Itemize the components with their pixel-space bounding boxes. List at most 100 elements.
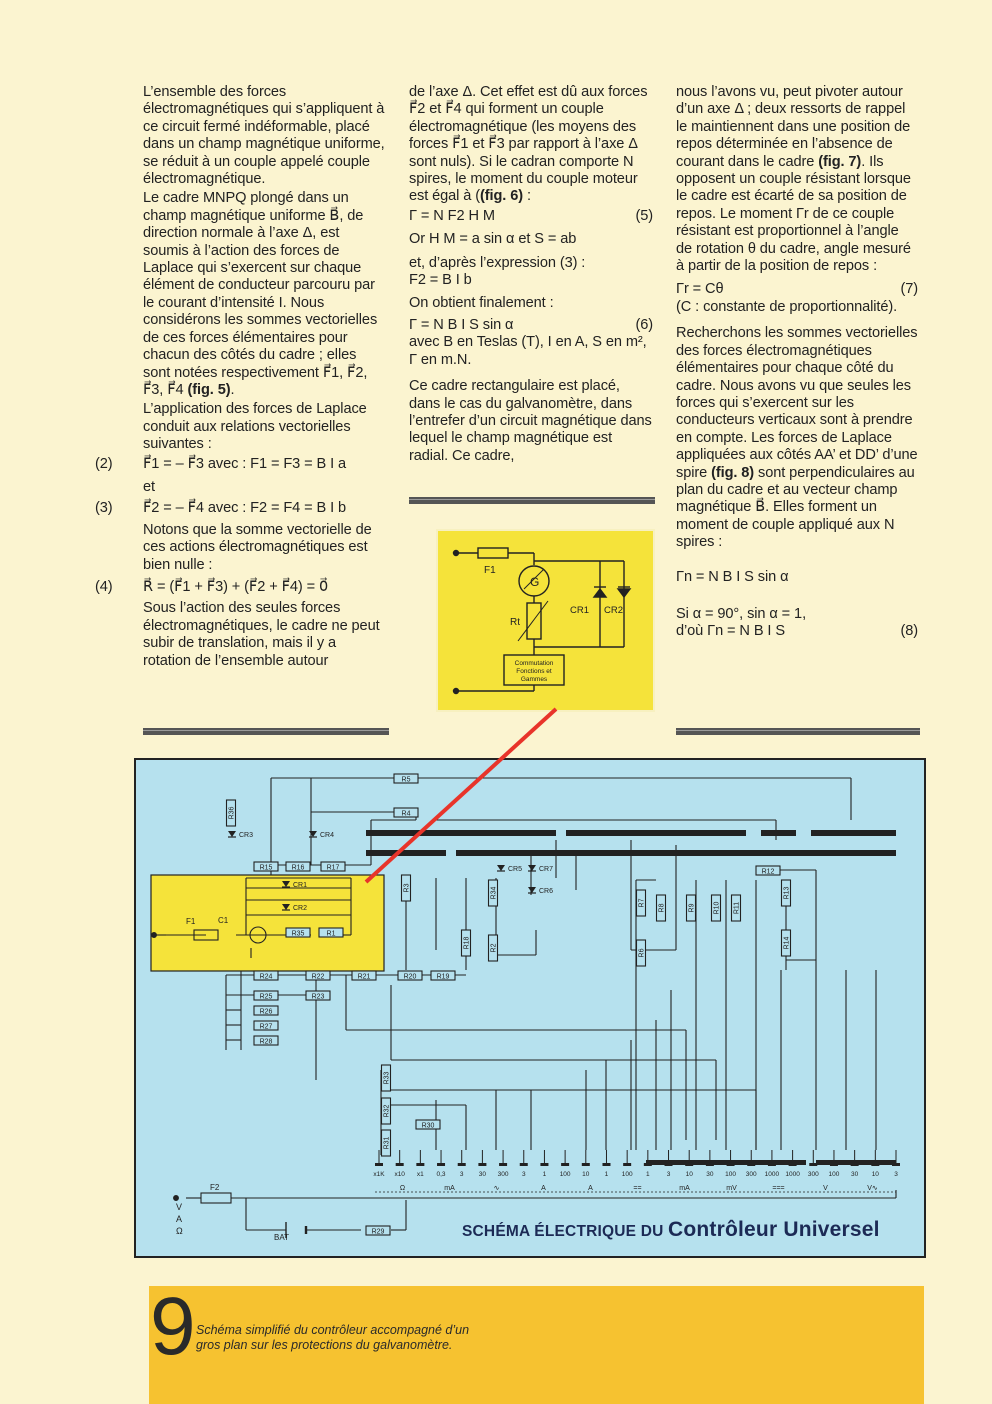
range-contact[interactable]: x10 (394, 1150, 405, 1178)
resistor-r23: R23 (305, 990, 331, 1001)
range-contact[interactable]: 300 (498, 1150, 509, 1178)
svg-text:30: 30 (851, 1171, 859, 1178)
range-contact[interactable]: x1 (416, 1150, 425, 1178)
resistor-r3: R3 (400, 874, 412, 902)
range-contact[interactable]: 10 (581, 1150, 590, 1178)
range-contact[interactable]: 10 (871, 1150, 880, 1178)
svg-text:R27: R27 (260, 1024, 273, 1031)
resistor-r12: R12 (755, 865, 781, 876)
diode-cr4: CR4 (309, 831, 334, 839)
inset-label-f1: F1 (484, 565, 496, 576)
label-f2: F2 (210, 1183, 220, 1192)
equation-number: (3) (95, 500, 113, 517)
equation-connector: et (143, 478, 155, 495)
range-group-label: mA (679, 1185, 690, 1192)
range-contact[interactable]: 3 (892, 1150, 900, 1178)
range-contact[interactable]: 3 (664, 1150, 673, 1178)
svg-text:30: 30 (479, 1171, 487, 1178)
svg-text:R34: R34 (491, 886, 498, 899)
svg-text:R2: R2 (491, 943, 498, 952)
range-contact[interactable]: x1K (373, 1150, 385, 1178)
equation-line: Or H M = a sin α et S = ab (409, 231, 577, 248)
range-contact[interactable]: 30 (850, 1150, 859, 1178)
range-group-label: === (772, 1185, 784, 1192)
figure-reference[interactable]: (fig. 8) (711, 464, 755, 481)
range-contact[interactable]: 300 (746, 1150, 757, 1178)
text-column-2: de l’axe Δ. Cet effet est dû aux forces … (409, 84, 653, 474)
svg-text:R23: R23 (312, 994, 325, 1001)
range-contact[interactable]: 3 (457, 1150, 466, 1178)
svg-text:1: 1 (543, 1171, 547, 1178)
range-contact[interactable]: 100 (622, 1150, 633, 1178)
svg-text:x10: x10 (394, 1171, 405, 1178)
svg-text:10: 10 (582, 1171, 590, 1178)
resistor-r21: R21 (351, 970, 377, 981)
range-contact[interactable]: 100 (829, 1150, 840, 1178)
svg-text:CR1: CR1 (293, 882, 307, 889)
svg-text:R3: R3 (404, 883, 411, 892)
svg-text:1: 1 (646, 1171, 650, 1178)
svg-text:R31: R31 (384, 1136, 391, 1149)
range-contact[interactable]: 10 (685, 1150, 694, 1178)
range-contact[interactable]: 100 (560, 1150, 571, 1178)
svg-text:R16: R16 (292, 865, 305, 872)
svg-text:R9: R9 (689, 903, 696, 912)
resistor-r24: R24 (253, 970, 279, 981)
svg-text:R12: R12 (762, 869, 775, 876)
range-contact[interactable]: 1 (643, 1150, 652, 1178)
svg-text:R28: R28 (260, 1039, 273, 1046)
column-rule (676, 728, 920, 735)
figure-reference[interactable]: (fig. 7) (818, 153, 862, 170)
paragraph: Recherchons les sommes vectorielles des … (676, 325, 918, 551)
svg-text:30: 30 (706, 1171, 714, 1178)
inset-label-cr1: CR1 (570, 605, 589, 616)
figure-reference[interactable]: (fig. 5) (187, 381, 231, 398)
range-group-label: A (541, 1185, 546, 1192)
range-contact[interactable]: 1000 (765, 1150, 780, 1178)
resistor-r14: R14 (780, 929, 792, 957)
svg-text:0,3: 0,3 (437, 1171, 446, 1178)
svg-text:300: 300 (746, 1171, 757, 1178)
range-contact[interactable]: 1 (602, 1150, 611, 1178)
diode-cr5: CR5 (497, 865, 522, 873)
resistor-r30: R30 (415, 1119, 441, 1130)
paragraph: Notons que la somme vectorielle de ces a… (143, 521, 372, 573)
resistor-r20: R20 (397, 970, 423, 981)
inset-box-line: Gammes (521, 676, 548, 683)
range-contact[interactable]: 30 (478, 1150, 487, 1178)
range-contact[interactable]: 100 (725, 1150, 736, 1178)
column-rule (409, 497, 655, 504)
resistor-r1: R1 (318, 927, 344, 938)
equation-3: (3)F⃗2 = – F⃗4 avec : F2 = F4 = B I b (95, 500, 347, 517)
svg-text:300: 300 (808, 1171, 819, 1178)
paragraph: L’application des forces de Laplace cond… (143, 401, 367, 453)
paragraph: avec B en Teslas (T), I en A, S en m², Γ… (409, 334, 647, 368)
range-contact[interactable]: 3 (519, 1150, 528, 1178)
range-contact[interactable]: 300 (808, 1150, 819, 1178)
svg-text:R4: R4 (402, 811, 411, 818)
figure-number: 9 (150, 1281, 196, 1372)
range-contact[interactable]: 0,3 (437, 1150, 446, 1178)
range-contact[interactable]: 30 (705, 1150, 714, 1178)
svg-text:x1K: x1K (373, 1171, 385, 1178)
svg-text:R15: R15 (260, 865, 273, 872)
equation-8: d’où Γn = N B I S(8) (676, 623, 918, 640)
diode-cr6: CR6 (528, 887, 553, 895)
range-contact[interactable]: 1000 (785, 1150, 800, 1178)
svg-text:100: 100 (560, 1171, 571, 1178)
inset-label-rt: Rt (510, 617, 520, 628)
range-group-label: mA (444, 1185, 455, 1192)
resistor-r9: R9 (685, 894, 697, 922)
svg-text:300: 300 (498, 1171, 509, 1178)
schematic-title: SCHÉMA ÉLECTRIQUE DU Contrôleur Universe… (462, 1218, 880, 1241)
svg-text:R36: R36 (229, 806, 236, 819)
svg-text:CR5: CR5 (508, 866, 522, 873)
range-contact[interactable]: 1 (540, 1150, 549, 1178)
svg-text:R8: R8 (659, 903, 666, 912)
svg-text:1000: 1000 (785, 1171, 800, 1178)
figure-reference[interactable]: (fig. 6) (480, 188, 523, 205)
diode-cr3: CR3 (228, 831, 253, 839)
resistor-r36: R36 (225, 799, 237, 827)
text-column-3: nous l’avons vu, peut pivoter autour d’u… (676, 84, 918, 641)
text-line: On obtient finalement : (409, 295, 554, 312)
